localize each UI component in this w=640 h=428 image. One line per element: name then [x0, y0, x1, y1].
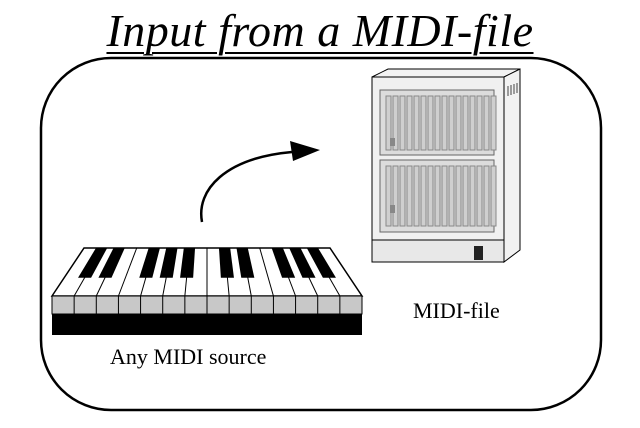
file-server-cabinet-icon: [371, 68, 521, 263]
diagram-title: Input from a MIDI-file: [106, 5, 534, 56]
diagram-frame: [39, 56, 603, 412]
midi-source-label: Any MIDI source: [110, 344, 267, 369]
midi-file-label: MIDI-file: [413, 298, 500, 323]
piano-keyboard-icon: [50, 247, 364, 335]
curved-arrow-icon: [199, 141, 320, 223]
